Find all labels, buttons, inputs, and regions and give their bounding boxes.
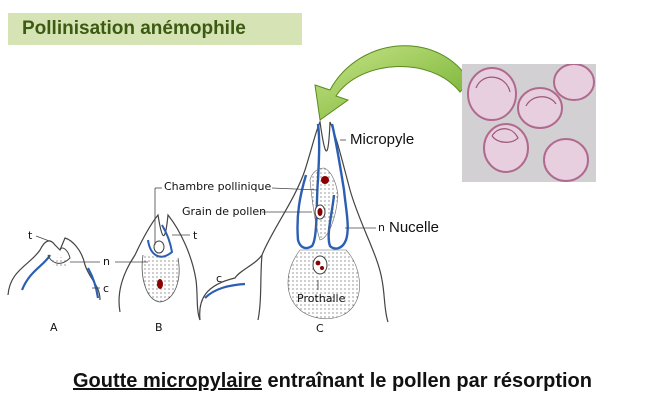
label-panel-b: B	[155, 321, 163, 334]
label-chambre-pollinique: Chambre pollinique	[164, 180, 272, 193]
panel-a-ovule	[7, 235, 101, 301]
label-panel-c: C	[316, 322, 324, 335]
caption: Goutte micropylaire entraînant le pollen…	[0, 370, 665, 393]
curved-arrow	[314, 45, 471, 121]
caption-underlined: Goutte micropylaire	[73, 370, 262, 392]
label-panel-a: A	[50, 321, 58, 334]
label-c-panel-b: c	[216, 272, 223, 285]
label-prothalle: Prothalle	[297, 292, 346, 305]
label-grain-de-pollen: Grain de pollen	[182, 205, 267, 218]
label-t-panel-b: t	[193, 229, 198, 242]
label-n-panel-a: n	[103, 255, 110, 268]
label-c-panel-a: c	[103, 282, 110, 295]
page-title: Pollinisation anémophile	[22, 18, 246, 39]
label-t-panel-a: t	[28, 229, 33, 242]
caption-rest: entraînant le pollen par résorption	[261, 370, 592, 392]
label-n-panel-c: n	[378, 221, 385, 234]
pollen-grains-photo	[462, 64, 596, 182]
label-micropyle: Micropyle	[350, 131, 415, 148]
label-nucelle: Nucelle	[389, 219, 440, 236]
panel-b-ovule	[115, 187, 201, 321]
panel-c-ovule	[199, 120, 389, 323]
title-banner: Pollinisation anémophile	[8, 13, 302, 45]
